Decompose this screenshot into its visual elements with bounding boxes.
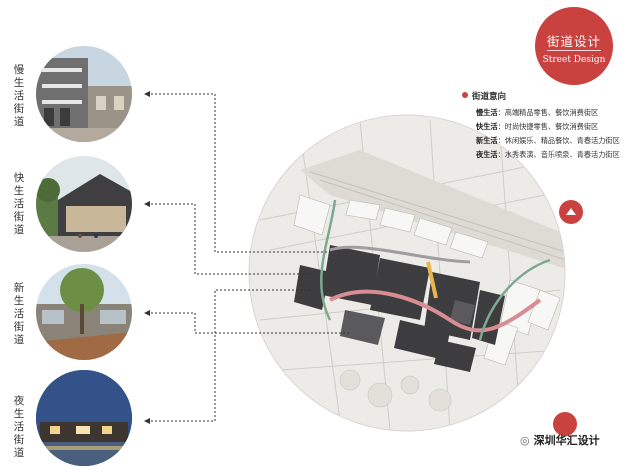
legend-bullet-icon xyxy=(462,92,468,98)
watermark: ◎深圳华汇设计 xyxy=(520,432,600,448)
label-new-life-street: 新生活街道 xyxy=(13,282,25,346)
street-intent-legend: 街道意向 慢生活：高端精品零售、餐饮消费街区 快生活：时尚快捷零售、餐饮消费街区… xyxy=(462,90,638,164)
chevron-up-icon xyxy=(566,208,576,215)
label-night-life-street: 夜生活街道 xyxy=(13,395,25,459)
legend-heading: 街道意向 xyxy=(462,90,638,102)
slow-life-street-photo xyxy=(36,46,132,142)
street-design-badge: 街道设计 Street Design xyxy=(535,7,613,85)
legend-item: 夜生活：水秀表演、音乐喷泉、青春活力街区 xyxy=(476,150,620,159)
badge-divider xyxy=(547,50,601,51)
label-fast-life-street: 快生活街道 xyxy=(13,172,25,236)
badge-subtitle: Street Design xyxy=(542,55,606,65)
label-slow-life-street: 慢生活街道 xyxy=(13,64,25,128)
bottom-marker xyxy=(553,412,577,436)
legend-title: 街道意向 xyxy=(472,92,507,102)
new-life-street-photo xyxy=(36,264,132,360)
legend-item: 慢生活：高端精品零售、餐饮消费街区 xyxy=(476,108,599,117)
legend-item: 快生活：时尚快捷零售、餐饮消费街区 xyxy=(476,122,599,131)
legend-item: 新生活：休闲娱乐、精品餐饮、青春活力街区 xyxy=(476,136,620,145)
badge-title: 街道设计 xyxy=(546,34,601,49)
watermark-text: 深圳华汇设计 xyxy=(533,434,600,447)
wechat-icon: ◎ xyxy=(520,434,530,447)
fast-life-street-photo xyxy=(36,156,132,252)
